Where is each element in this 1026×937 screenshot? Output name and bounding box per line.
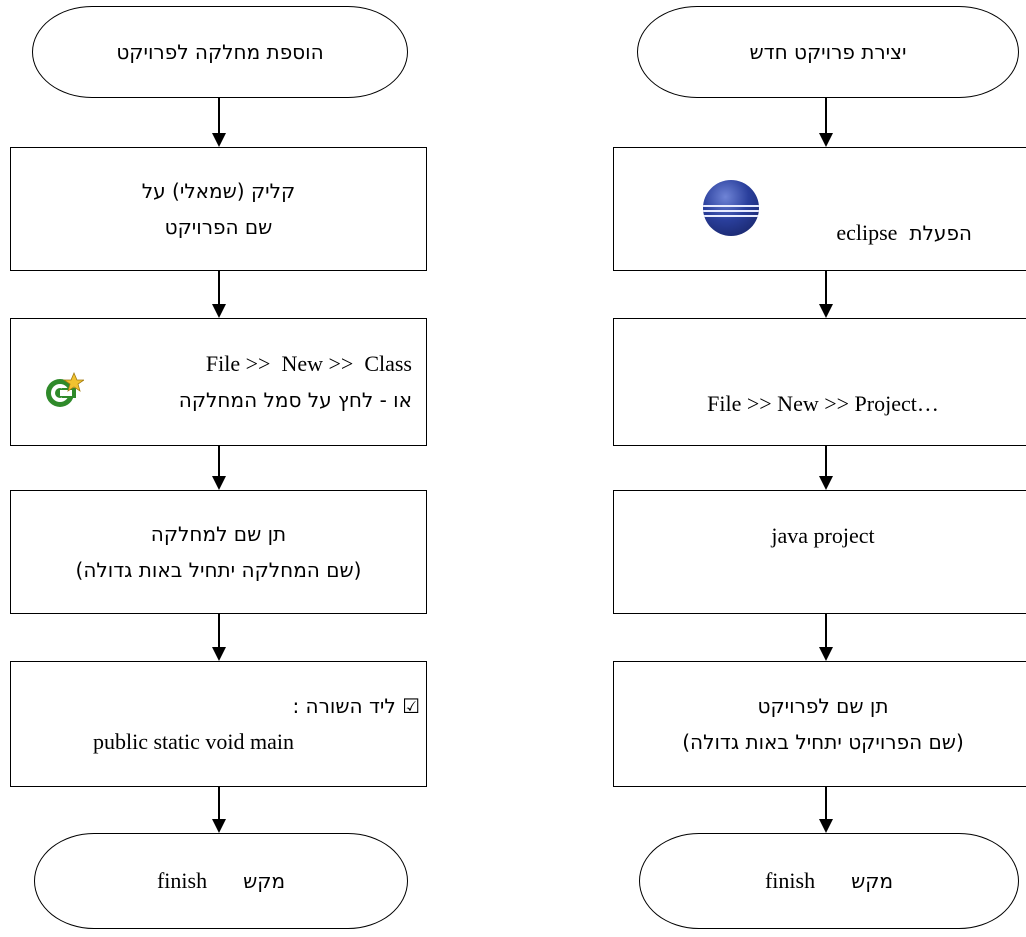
left-step4-line2: public static void main	[92, 729, 295, 754]
left-arrow-1	[212, 98, 226, 147]
right-end-terminal: מקש finish	[639, 833, 1019, 929]
left-step-main-checkbox: ☑ ליד השורה : public static void main	[10, 661, 427, 787]
new-class-icon	[46, 371, 84, 407]
eclipse-logo-icon	[703, 180, 759, 236]
left-step4-line1: ☑ ליד השורה :	[292, 694, 420, 718]
left-arrow-3	[212, 446, 226, 490]
right-step3-label: java project	[771, 523, 875, 548]
right-step-new-project: File >> New >> Project…	[613, 318, 1026, 446]
right-arrow-2	[819, 271, 833, 318]
right-end-finish-label: finish	[764, 868, 816, 893]
left-end-key-label: מקש	[243, 869, 286, 893]
right-step4-line2: (שם הפרויקט יתחיל באות גדולה)	[682, 730, 964, 754]
left-arrow-5	[212, 787, 226, 833]
right-arrow-5	[819, 787, 833, 833]
right-step-name-project: תן שם לפרויקט (שם הפרויקט יתחיל באות גדו…	[613, 661, 1026, 787]
right-end-key-label: מקש	[851, 869, 894, 893]
right-step4-line1: תן שם לפרויקט	[757, 694, 889, 718]
left-step-name-class: תן שם למחלקה (שם המחלקה יתחיל באות גדולה…	[10, 490, 427, 614]
left-start-terminal: הוספת מחלקה לפרויקט	[32, 6, 408, 98]
left-end-terminal: מקש finish	[34, 833, 408, 929]
left-arrow-4	[212, 614, 226, 661]
left-step2-line2: או - לחץ על סמל המחלקה	[178, 388, 412, 412]
right-step2-label: File >> New >> Project…	[707, 391, 939, 416]
right-start-terminal: יצירת פרויקט חדש	[637, 6, 1019, 98]
right-arrow-3	[819, 446, 833, 490]
right-step1-launch-label: הפעלת	[909, 221, 972, 245]
right-step1-eclipse-label: eclipse	[836, 220, 898, 245]
left-step-select-project: קליק (שמאלי) על שם הפרויקט	[10, 147, 427, 271]
left-step3-line2: (שם המחלקה יתחיל באות גדולה)	[75, 558, 362, 582]
right-arrow-4	[819, 614, 833, 661]
right-start-label: יצירת פרויקט חדש	[749, 40, 907, 64]
left-arrow-2	[212, 271, 226, 318]
left-start-label: הוספת מחלקה לפרויקט	[116, 40, 324, 64]
right-step-launch-eclipse: הפעלת eclipse	[613, 147, 1026, 271]
left-step2-line1: File >> New >> Class	[205, 351, 412, 376]
left-step1-line2: שם הפרויקט	[164, 215, 273, 239]
left-step3-line1: תן שם למחלקה	[150, 522, 287, 546]
right-arrow-1	[819, 98, 833, 147]
left-step1-line1: קליק (שמאלי) על	[141, 179, 296, 203]
left-end-finish-label: finish	[156, 868, 208, 893]
right-step-java-project: java project	[613, 490, 1026, 614]
